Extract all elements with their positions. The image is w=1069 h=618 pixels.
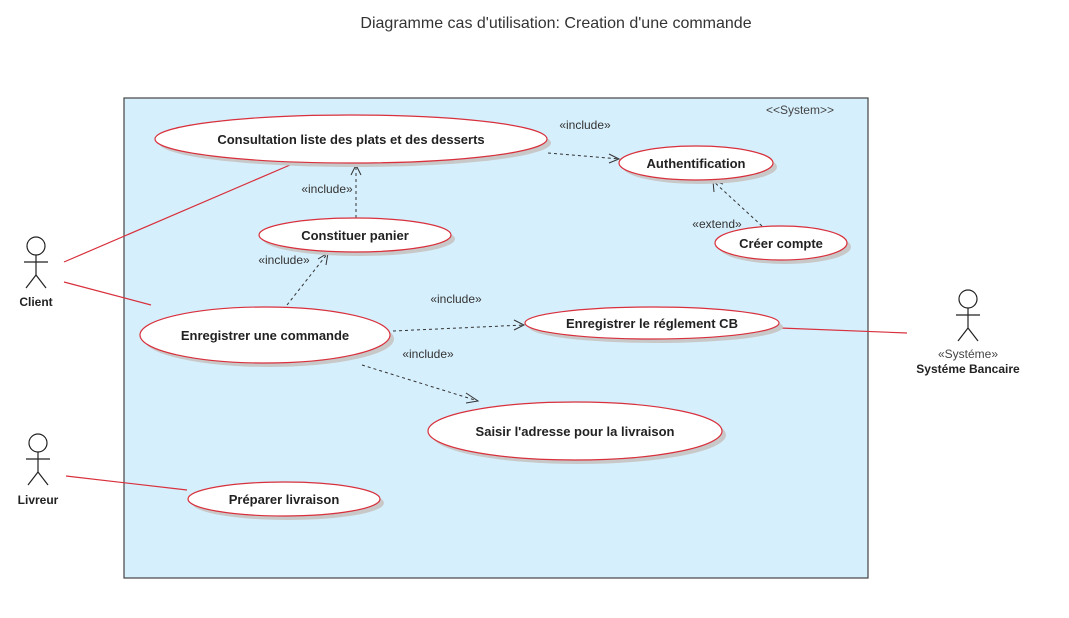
usecase-enregistrer-commande-label: Enregistrer une commande [181, 328, 349, 343]
stick-figure-icon [24, 236, 48, 289]
system-label: <<System>> [766, 103, 834, 117]
dep-commande-reglement [392, 319, 526, 332]
dep-consultation-auth [547, 152, 621, 164]
usecase-constituer-panier[interactable]: Constituer panier [258, 217, 455, 256]
actor-client[interactable]: Client [19, 236, 53, 309]
usecase-authentification-label: Authentification [647, 156, 746, 171]
assoc-client-consultation [63, 164, 291, 263]
label-panier-consultation: «include» [301, 182, 353, 196]
usecase-preparer-livraison[interactable]: Préparer livraison [187, 481, 384, 520]
usecase-preparer-livraison-label: Préparer livraison [229, 492, 340, 507]
actor-livreur[interactable]: Livreur [18, 433, 59, 507]
assoc-reglement-bank [779, 327, 908, 334]
actor-client-label: Client [19, 295, 52, 309]
usecase-constituer-panier-label: Constituer panier [301, 228, 409, 243]
diagram-title: Diagramme cas d'utilisation: Creation d'… [360, 15, 751, 32]
label-compte-auth: «extend» [692, 217, 742, 231]
usecase-creer-compte[interactable]: Créer compte [714, 225, 851, 264]
stick-figure-icon [26, 433, 50, 486]
usecase-consultation[interactable]: Consultation liste des plats et des dess… [154, 114, 551, 167]
actor-bank-stereotype: «Systéme» [938, 347, 998, 361]
usecase-consultation-label: Consultation liste des plats et des dess… [217, 132, 484, 147]
label-commande-adresse: «include» [402, 347, 454, 361]
label-commande-panier: «include» [258, 253, 310, 267]
usecase-saisir-adresse[interactable]: Saisir l'adresse pour la livraison [427, 401, 726, 464]
usecase-authentification[interactable]: Authentification [618, 145, 777, 184]
assoc-livreur-preparer [65, 475, 188, 491]
label-consultation-auth: «include» [559, 118, 611, 132]
dep-commande-adresse [361, 364, 480, 404]
actor-bank[interactable]: «Systéme» Systéme Bancaire [916, 289, 1020, 376]
label-commande-reglement: «include» [430, 292, 482, 306]
usecase-creer-compte-label: Créer compte [739, 236, 823, 251]
stick-figure-icon [956, 289, 980, 342]
usecase-enregistrer-commande[interactable]: Enregistrer une commande [139, 306, 394, 367]
usecase-enregistrer-reglement-label: Enregistrer le réglement CB [566, 316, 738, 331]
assoc-client-commande [63, 281, 152, 306]
actor-livreur-label: Livreur [18, 493, 59, 507]
actor-bank-label: Systéme Bancaire [916, 362, 1020, 376]
usecase-saisir-adresse-label: Saisir l'adresse pour la livraison [476, 424, 675, 439]
usecase-enregistrer-reglement[interactable]: Enregistrer le réglement CB [524, 306, 783, 343]
